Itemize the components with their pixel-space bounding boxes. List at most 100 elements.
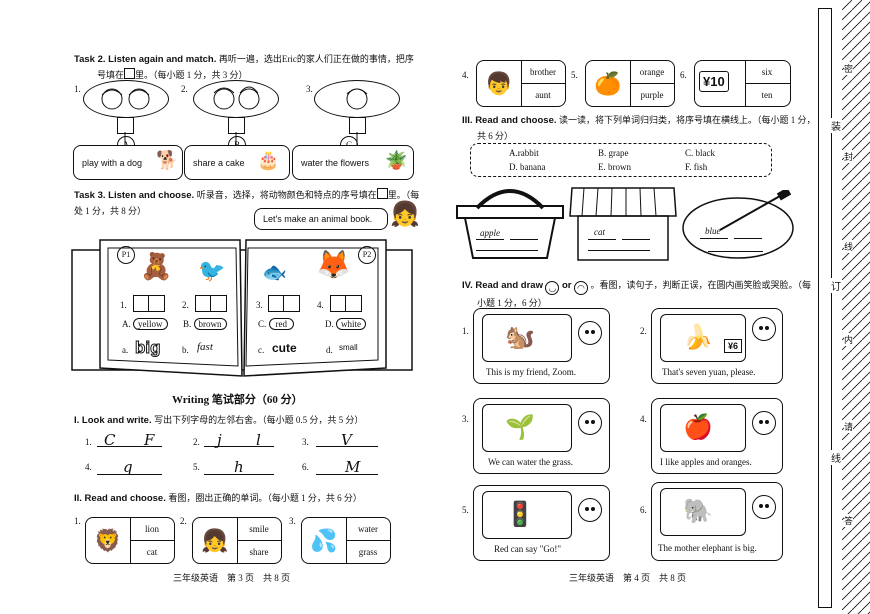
- s2-num-5: 5.: [571, 70, 578, 80]
- watering-children-icon: 🌱: [505, 415, 535, 441]
- s1-line-3[interactable]: [316, 446, 378, 447]
- shop-line-2[interactable]: [622, 239, 650, 240]
- option-a-card: play with a dog 🐕: [73, 145, 183, 180]
- s4-answer-2[interactable]: [752, 317, 776, 341]
- orange-fruit-icon: 🍊: [594, 71, 622, 96]
- s4-sentence-2: That's seven yuan, please.: [662, 367, 756, 377]
- t3-answer-4[interactable]: [330, 295, 362, 312]
- s4-sentence-6: The mother elephant is big.: [658, 543, 757, 553]
- word-cat[interactable]: cat: [146, 547, 158, 557]
- price-tag-6: ¥6: [724, 339, 743, 353]
- s1-num-2: 2.: [193, 437, 200, 447]
- opt-rabbit: A.rabbit: [509, 148, 539, 158]
- s1-line-4[interactable]: [97, 474, 162, 475]
- word-lion[interactable]: lion: [144, 524, 159, 534]
- word-share[interactable]: share: [249, 547, 269, 557]
- page-label-p2: P2: [358, 246, 376, 264]
- s1-letter-C: C: [104, 431, 116, 449]
- basket-line-2[interactable]: [510, 239, 538, 240]
- t3-num-2: 2.: [182, 300, 189, 310]
- color-d: D. white: [325, 318, 366, 330]
- s4-pic-4: 🍎: [660, 404, 746, 452]
- s4-card-4: 🍎 I like apples and oranges.: [651, 398, 783, 474]
- s4-answer-1[interactable]: [578, 321, 602, 345]
- word-smile[interactable]: smile: [249, 524, 269, 534]
- s1-num-1: 1.: [85, 437, 92, 447]
- s1-num-3: 3.: [302, 437, 309, 447]
- margin-bar: [818, 8, 832, 608]
- opt-fish: F. fish: [685, 162, 708, 172]
- palette-line-3[interactable]: [708, 251, 763, 252]
- fox-icon: 🦊: [316, 250, 351, 281]
- shop-line-3[interactable]: [588, 250, 650, 251]
- task2-instruction-line2: 号填在里。（每小题 1 分，共 3 分）: [97, 68, 248, 80]
- s1-letter-l: l: [256, 431, 261, 449]
- trait-d-word: small: [339, 343, 358, 352]
- cake-icon: 🎂: [257, 150, 280, 170]
- s1-line-2[interactable]: [204, 446, 274, 447]
- basket-line-3[interactable]: [476, 250, 538, 251]
- task2-num-1: 1.: [74, 84, 81, 94]
- s4-answer-3[interactable]: [578, 411, 602, 435]
- margin-char-5: 线: [844, 240, 854, 253]
- s4-card-6: 🐘 The mother elephant is big.: [651, 482, 783, 561]
- writing-title: Writing 笔试部分（60 分）: [172, 394, 303, 406]
- margin-char-6: 内: [844, 333, 854, 346]
- s1-line-1[interactable]: [97, 446, 162, 447]
- task3-instruction-line2: 处 1 分，共 8 分）: [74, 206, 147, 216]
- s1-letter-h: h: [234, 458, 244, 476]
- traffic-light-car-icon: 🚦: [505, 502, 535, 528]
- s4-pic-3: 🌱: [482, 404, 572, 452]
- hatch-pattern: [842, 0, 870, 614]
- s4-answer-5[interactable]: [578, 498, 602, 522]
- fish-icon: 🐟: [262, 262, 287, 284]
- trait-c-word: cute: [272, 341, 297, 355]
- t3-num-4: 4.: [317, 300, 324, 310]
- s1-line-5[interactable]: [204, 474, 274, 475]
- shop-line-1: [588, 239, 616, 240]
- margin-char-3: 封: [844, 150, 854, 163]
- palette-line-2[interactable]: [734, 238, 762, 239]
- bear-icon: 🧸: [140, 252, 173, 281]
- word-purple[interactable]: purple: [640, 90, 664, 100]
- t3-num-3: 3.: [256, 300, 263, 310]
- word-ten[interactable]: ten: [761, 90, 773, 100]
- margin-char-2: 装: [831, 118, 841, 133]
- lion-icon: 🦁: [94, 528, 122, 553]
- word-brother[interactable]: brother: [530, 67, 556, 77]
- s4-sentence-1: This is my friend, Zoom.: [486, 367, 576, 377]
- word-grass[interactable]: grass: [358, 547, 378, 557]
- word-aunt[interactable]: aunt: [535, 90, 551, 100]
- t3-num-1: 1.: [120, 300, 127, 310]
- task2-title: Task 2. Listen again and match.: [74, 54, 217, 65]
- s1-letter-q: q: [123, 458, 133, 476]
- t3-answer-3[interactable]: [268, 295, 300, 312]
- word-six[interactable]: six: [761, 67, 773, 77]
- s1-line-6[interactable]: [316, 474, 378, 475]
- s4-card-1: 🐿️ This is my friend, Zoom.: [473, 308, 610, 384]
- s3-instruction-line2: 共 6 分）: [477, 131, 514, 141]
- s4-num-6: 6.: [640, 505, 647, 515]
- s4-card-5: 🚦 Red can say "Go!": [473, 485, 610, 561]
- option-c-card: water the flowers 🪴: [292, 145, 414, 180]
- margin-char-1: 密: [844, 62, 854, 75]
- t3-answer-2[interactable]: [195, 295, 227, 312]
- s3-word-bank: A.rabbit B. grape C. black D. banana E. …: [470, 143, 772, 177]
- flowers-icon: 🪴: [385, 150, 408, 170]
- s4-pic-2: 🍌: [660, 314, 746, 362]
- s4-answer-4[interactable]: [752, 411, 776, 435]
- task2-num-2: 2.: [181, 84, 188, 94]
- family-picture-3: [314, 80, 400, 118]
- s4-num-5: 5.: [462, 505, 469, 515]
- word-water[interactable]: water: [358, 524, 378, 534]
- word-orange[interactable]: orange: [639, 67, 665, 77]
- t3-answer-1[interactable]: [133, 295, 165, 312]
- binding-margin: 密 装 封 订 线 内 线 请 答: [818, 0, 870, 614]
- s1-letter-M: M: [345, 458, 361, 476]
- price-tag: ¥10: [699, 71, 729, 92]
- s2-card-6: ¥10 six ten: [694, 60, 791, 107]
- trait-a-word: big: [135, 338, 161, 358]
- s1-letter-V: V: [341, 431, 352, 449]
- s4-answer-6[interactable]: [752, 495, 776, 519]
- trait-b-letter: b.: [182, 345, 189, 355]
